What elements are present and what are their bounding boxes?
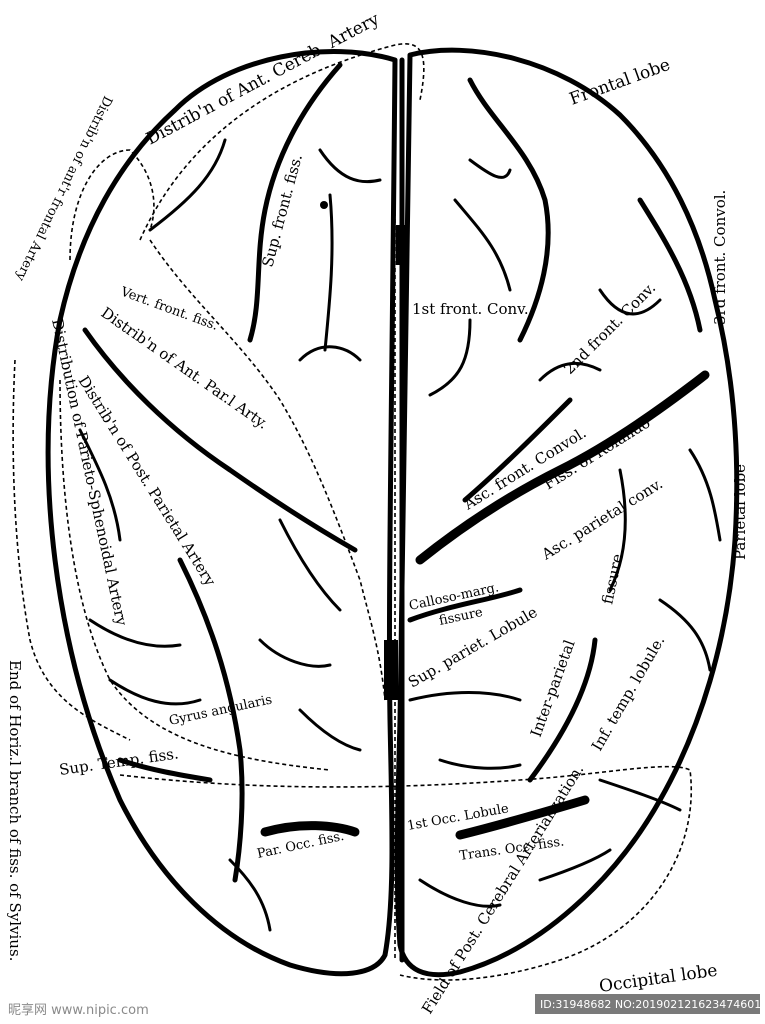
- sulcus-2: [318, 148, 382, 184]
- sulcus-17: [78, 428, 122, 542]
- sulcus-18: [278, 518, 342, 612]
- sulcus-9: [538, 361, 602, 382]
- sulcus-11: [608, 468, 627, 592]
- label-first-front-conv: 1st front. Conv.: [412, 300, 529, 318]
- parieto-occipital-fissure-left: [260, 821, 360, 837]
- sulcus-5: [453, 198, 512, 292]
- label-sup-temp-fiss: Sup. Temp. fiss.: [58, 744, 180, 779]
- watermark-id: ID:31948682 NO:20190212162347460108: [540, 998, 765, 1011]
- post-parietal-boundary: [59, 379, 331, 771]
- sulcus-23: [538, 848, 612, 882]
- label-ant-cereb-artery: Distrib'n of Ant. Cereb. Artery: [143, 9, 383, 149]
- sulcus-10: [688, 448, 722, 542]
- superior-frontal-fissure-left: [247, 62, 343, 343]
- fissure-of-rolando-left: [82, 327, 358, 553]
- sulcus-3: [298, 345, 362, 362]
- right-hemisphere-outline: [394, 47, 740, 978]
- label-frontal-lobe: Frontal lobe: [567, 55, 673, 110]
- label-parieto-sphenoidal: Distribution of Parieto-Sphenoidal Arter…: [48, 317, 131, 628]
- fissure-of-rolando-right: [415, 370, 710, 565]
- label-inter-parietal: Inter-parietal: [527, 637, 579, 739]
- label-third-front-convol: 3rd front. Convol.: [711, 190, 729, 325]
- sulcus-1: [148, 138, 227, 232]
- label-occipital-lobe: Occipital lobe: [598, 961, 719, 997]
- label-second-front-conv: 2nd front. Conv.: [560, 279, 659, 378]
- sulcus-22: [418, 878, 502, 908]
- sulcus-19: [258, 638, 332, 668]
- sulcus-21: [228, 858, 272, 932]
- watermark-id-background: [535, 994, 760, 1014]
- sulcus-7: [468, 158, 512, 179]
- superior-temporal-fissure-left: [117, 757, 213, 783]
- label-ant-frontal-artery: Distrib'n of ant'r frontal Artery: [12, 93, 115, 283]
- precentral-fissure-right: [462, 397, 573, 503]
- inferior-frontal-fissure-right: [637, 197, 703, 333]
- label-asc-parietal-fissure: fissure: [598, 552, 626, 606]
- post-cerebral-boundary: [119, 765, 692, 981]
- label-ant-par-arty: Distrib'n of Ant. Par.l Arty.: [98, 304, 272, 433]
- label-inf-temp-lobule: Inf. temp. lobule.: [588, 632, 669, 754]
- label-horiz-branch: End of Horiz.l branch of fiss. of Sylviu…: [6, 660, 24, 961]
- watermark-site: 昵享网 www.nipic.com: [8, 1002, 149, 1018]
- interparietal-fissure-right: [527, 637, 598, 783]
- longitudinal-fissure-mark-upper: [396, 225, 408, 265]
- sulcus-20: [298, 708, 362, 752]
- sulcus-15: [88, 618, 182, 648]
- ant-par-artery-boundary: [149, 239, 386, 701]
- sulcus-14: [438, 758, 522, 770]
- sulcus-24: [598, 778, 682, 812]
- posterior-parietal-fissure-left: [177, 557, 245, 883]
- calloso-marginal-fissure: [407, 587, 523, 623]
- small-dot: [320, 201, 328, 209]
- ant-frontal-artery-boundary: [69, 149, 155, 261]
- sulcus-6: [428, 318, 472, 397]
- sulcus-4: [323, 193, 334, 352]
- sulcus-12: [658, 598, 712, 672]
- label-gyrus-angularis: Gyrus angularis: [168, 692, 274, 728]
- longitudinal-fissure-mark-lower: [384, 640, 398, 700]
- label-parietal-lobe: Parietal lobe: [731, 464, 749, 560]
- sulcus-13: [408, 691, 522, 702]
- label-post-cerebral: Field of Post. Cerebral Arterialization.: [418, 761, 587, 1017]
- parieto-sphenoidal-boundary: [12, 359, 131, 741]
- ant-cereb-artery-boundary: [139, 43, 425, 241]
- sulcus-16: [108, 678, 202, 706]
- sulcus-8: [598, 288, 662, 316]
- transverse-occipital-fissure: [455, 795, 590, 840]
- superior-frontal-fissure-right: [467, 77, 551, 343]
